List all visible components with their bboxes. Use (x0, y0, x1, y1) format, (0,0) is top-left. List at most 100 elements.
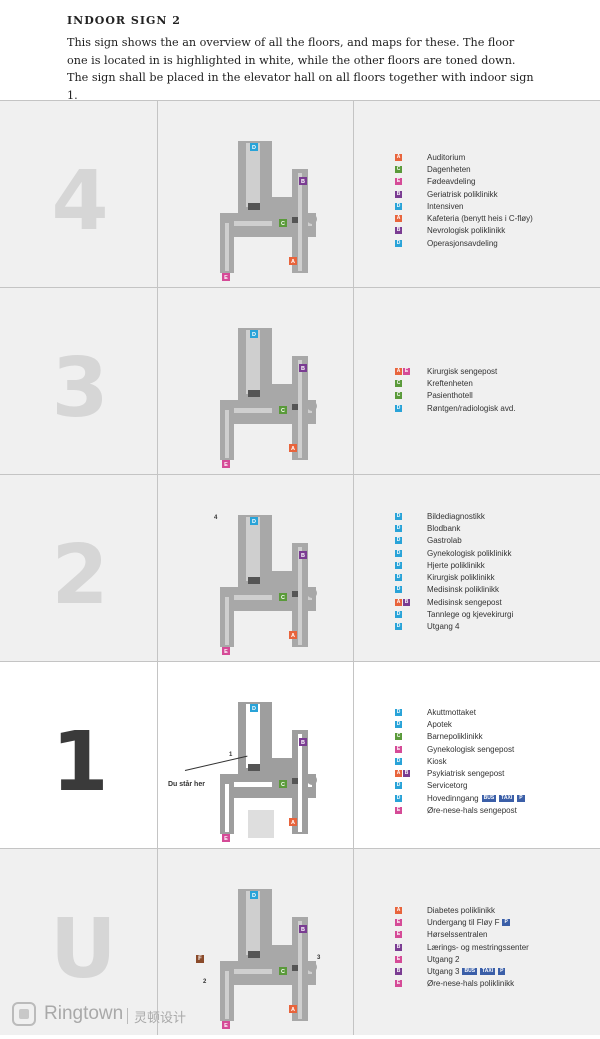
wing-code-chip: A (395, 770, 402, 778)
map-corridor-main (246, 517, 260, 581)
floor-number: U (50, 902, 117, 997)
page-title: INDOOR SIGN 2 (67, 14, 181, 27)
department-name: Bildediagnostikk (427, 511, 485, 521)
map-exit-label: F (196, 955, 204, 963)
wing-code-chip: A (395, 906, 402, 914)
wing-codes: E (395, 955, 427, 963)
taxi-icon: TAXI (499, 794, 515, 802)
wing-code-chip: C (395, 165, 402, 173)
column-divider (353, 849, 354, 1035)
wing-codes: D (395, 404, 427, 412)
floor-number: 2 (51, 528, 109, 623)
map-corridor-right (298, 734, 302, 832)
svg-text:E: E (224, 649, 228, 655)
wing-code-chip: D (395, 623, 402, 631)
svg-text:D: D (252, 519, 256, 525)
wing-code-chip: A (395, 367, 402, 375)
page-header: INDOOR SIGN 2 This sign shows the an ove… (0, 0, 600, 102)
legend-item: A Diabetes poliklinikk (395, 904, 529, 916)
wing-code-chip: E (395, 745, 402, 753)
map-corridor-left (225, 410, 229, 458)
map-corridor-left (225, 784, 229, 832)
wing-codes: C (395, 733, 427, 741)
wing-codes: D (395, 586, 427, 594)
wing-codes: A (395, 153, 427, 161)
map-corridor-right (298, 360, 302, 458)
svg-text:C: C (281, 782, 285, 788)
wing-code-chip: D (395, 549, 402, 557)
svg-text:C: C (281, 969, 285, 975)
department-name: Tannlege og kjevekirurgi (427, 610, 514, 620)
svg-text:E: E (224, 275, 228, 281)
watermark-logo: Ringtown 灵顿设计 (8, 1000, 208, 1030)
department-name: Medisinsk poliklinikk (427, 585, 500, 595)
department-name: Medisinsk sengepost (427, 597, 502, 607)
wing-code-chip: E (395, 955, 402, 963)
wing-code-chip: D (395, 561, 402, 569)
svg-text:E: E (224, 462, 228, 468)
wing-code-chip: D (395, 404, 402, 412)
wing-marker-c: C (279, 219, 287, 227)
svg-text:A: A (291, 1007, 295, 1013)
map-corridor-main (246, 330, 260, 394)
column-divider (157, 288, 158, 474)
wing-code-chip: D (395, 574, 402, 582)
elevator-icon (248, 390, 260, 397)
column-divider (353, 101, 354, 287)
column-divider (353, 662, 354, 848)
map-corridor-lower (224, 969, 312, 974)
map-rotunda (307, 588, 317, 598)
map-corridor-main (246, 704, 260, 768)
bus-icon: BUS (462, 968, 478, 976)
map-rotunda (307, 775, 317, 785)
wing-code-chip: B (395, 190, 402, 198)
wing-code-chip: D (395, 611, 402, 619)
department-name: Utgang 2 (427, 954, 460, 964)
parking-icon: P (502, 918, 510, 926)
department-name: Kirurgisk poliklinikk (427, 573, 495, 583)
wing-code-chip: D (395, 586, 402, 594)
legend-item: A Auditorium (395, 151, 533, 163)
svg-text:B: B (301, 366, 305, 372)
logo-divider (127, 1008, 128, 1024)
department-name: Diabetes poliklinikk (427, 905, 496, 915)
elevator-icon (248, 203, 260, 210)
floor-number: 4 (51, 154, 109, 249)
wing-codes: D (395, 549, 427, 557)
department-name: Utgang 3 (427, 967, 460, 977)
wing-code-chip: D (395, 537, 402, 545)
map-rotunda (307, 214, 317, 224)
wing-codes: D (395, 574, 427, 582)
column-divider (353, 288, 354, 474)
map-exit-label: 4 (214, 515, 218, 521)
stairs-icon (292, 404, 298, 410)
svg-text:B: B (301, 553, 305, 559)
wing-marker-d: D (250, 517, 258, 525)
svg-text:B: B (301, 740, 305, 746)
department-name: Fødeavdeling (427, 177, 476, 187)
wing-codes: E (395, 807, 427, 815)
wing-codes: D (395, 623, 427, 631)
stairs-icon (292, 965, 298, 971)
wing-code-chip: D (395, 202, 402, 210)
wing-marker-e: E (222, 273, 230, 281)
wing-code-chip: A (395, 153, 402, 161)
stairs-icon (292, 217, 298, 223)
wing-codes: D (395, 524, 427, 532)
department-name: Auditorium (427, 152, 466, 162)
